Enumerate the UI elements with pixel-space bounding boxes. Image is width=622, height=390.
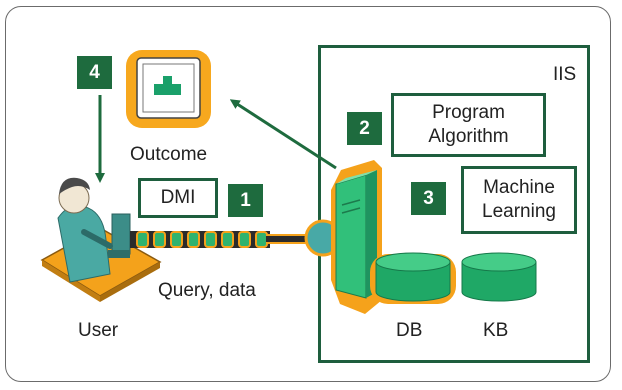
learning-label: Learning: [482, 201, 556, 222]
db-label: DB: [396, 320, 423, 341]
iis-label: IIS: [553, 64, 577, 85]
arrow-to-outcome: [229, 99, 337, 170]
outcome-label: Outcome: [130, 144, 208, 165]
algorithm-label: Algorithm: [428, 126, 509, 147]
kb-cylinder: [461, 252, 537, 302]
dmi-label: DMI: [160, 187, 196, 209]
kb-label: KB: [483, 320, 509, 341]
outcome-screen-icon: [126, 50, 211, 128]
program-algorithm-box: Program Algorithm: [391, 93, 546, 157]
step-badge-1: 1: [228, 184, 263, 217]
dmi-box: DMI: [138, 178, 218, 218]
server-icon: [331, 160, 382, 314]
db-cylinder: [370, 252, 456, 304]
step-badge-4: 4: [77, 56, 112, 89]
step-badge-2: 2: [347, 112, 382, 145]
machine-learning-box: Machine Learning: [461, 166, 577, 234]
program-label: Program: [432, 102, 505, 124]
data-pipeline: [130, 219, 342, 257]
diagram-frame: [5, 6, 611, 382]
machine-label: Machine: [483, 177, 555, 199]
iis-system-box: [318, 45, 590, 363]
user-icon: [40, 177, 162, 302]
user-label: User: [78, 320, 119, 341]
query-data-label: Query, data: [158, 280, 256, 301]
step-badge-3: 3: [411, 182, 446, 215]
